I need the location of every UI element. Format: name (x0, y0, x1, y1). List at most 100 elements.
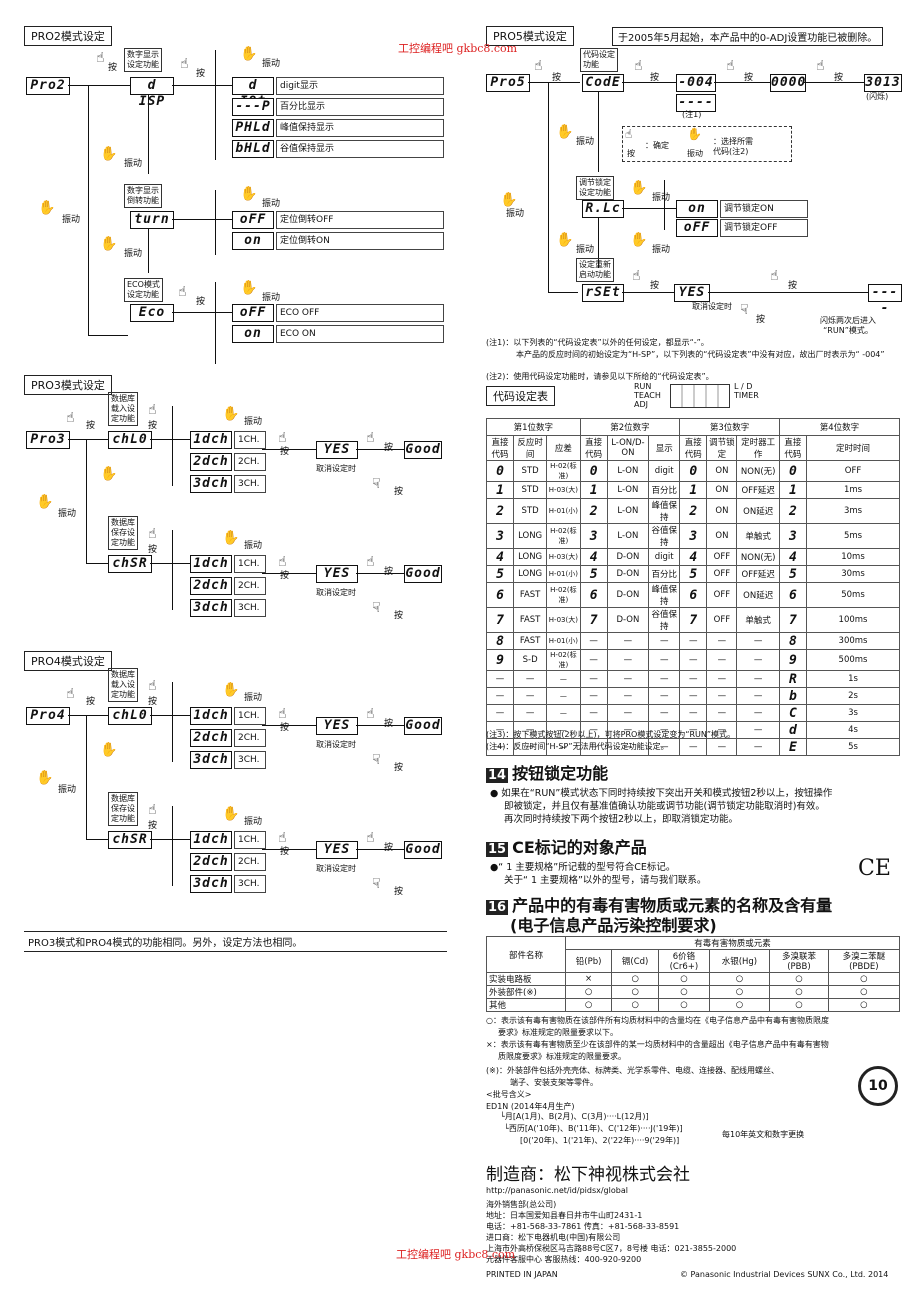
hand-press-icon: ☝ (66, 410, 75, 426)
channel-display: 1dch (190, 431, 232, 449)
maker-url: http://panasonic.net/id/pidsx/global (486, 1186, 628, 1195)
pro2-start-display: Pro2 (26, 77, 70, 95)
pro5-title: PRO5模式设定 (486, 26, 574, 46)
hand-press-icon: ☝ (148, 678, 157, 694)
press-label: 按 (196, 297, 206, 307)
hazard-table: 部件名称有毒有害物质或元素 铅(Pb)镉(Cd)6价铬 (Cr6+)水银(Hg)… (485, 936, 901, 1012)
code-seq-3: 0000 (770, 74, 807, 92)
option-display: ---P (232, 98, 274, 116)
hand-vibrate-icon: ✋ (500, 192, 518, 208)
note1-label: (注1) (682, 110, 702, 119)
good-display: Good (404, 717, 442, 735)
hand-press-icon: ☝ (148, 402, 157, 418)
hazard-note: ○：表示该有毒有害物质在该部件所有均质材料中的含量均在《电子信息产品中有毒有害物… (486, 1016, 829, 1025)
press-label: 按 (108, 63, 118, 73)
disp-display: d ISP (130, 77, 174, 109)
hand-press-icon: ☝ (148, 526, 157, 542)
hand-vibrate-icon: ✋ (556, 232, 574, 248)
pro5-start-display: Pro5 (486, 74, 530, 92)
press-label: 按 (650, 281, 660, 291)
pro-start-display: Pro4 (26, 707, 70, 725)
watermark-top: 工控编程吧 gkbc8.com (398, 42, 518, 55)
option-display: bHLd (232, 140, 274, 158)
turn-display: turn (130, 211, 174, 229)
pro2-title: PRO2模式设定 (24, 26, 112, 46)
section16-subtitle: (电子信息产品污染控制要求) (510, 916, 717, 935)
hand-vibrate-icon: ✋ (630, 180, 648, 196)
lot-line: [0('20年)、1('21年)、2('22年)····9('29年)] (520, 1136, 680, 1145)
hand-press-icon: ☝ (726, 58, 735, 74)
s14-line1: ● 如果在“RUN”模式状态下同时持续按下突出开关和模式按钮2秒以上，按钮操作 (490, 788, 833, 799)
channel-label: 2CH. (234, 853, 266, 871)
lot-line: └西历[A('10年)、B('11年)、C('12年)····J('19年)] (504, 1124, 683, 1133)
press-label: 按 (788, 281, 798, 291)
option-display: oFF (676, 219, 718, 237)
yes-display: YES (316, 841, 358, 859)
press-label: 按 (650, 73, 660, 83)
channel-display: 1dch (190, 555, 232, 573)
channel-display: 3dch (190, 599, 232, 617)
watermark-bottom: 工控编程吧 gkbc8.com (396, 1248, 516, 1261)
s14-line3: 再次同时持续按下两个按钮2秒以上，即取消锁定功能。 (504, 814, 739, 825)
channel-label: 1CH. (234, 555, 266, 573)
channel-label: 3CH. (234, 875, 266, 893)
reset-caption: 设定重新 启动功能 (576, 258, 614, 282)
maker-line: 电话：+81-568-33-7861 传真：+81-568-33-8591 (486, 1222, 680, 1231)
press-label: 按 (756, 315, 766, 325)
channel-label: 2CH. (234, 453, 266, 471)
option-display: on (676, 200, 718, 218)
printed-in: PRINTED IN JAPAN (486, 1270, 558, 1279)
disp-caption: 数字显示 设定功能 (124, 48, 162, 72)
option-label: 百分比显示 (276, 98, 444, 116)
s15-line1: ●“ 1 主要规格”所记载的型号符合CE标记。 (490, 862, 676, 873)
lot-line: 每10年英文和数字更换 (722, 1130, 805, 1139)
ce-mark-icon: CE (858, 856, 891, 881)
code-table-title: 代码设定表 (486, 386, 555, 406)
channel-display: 1dch (190, 831, 232, 849)
note3-text: (注3)：按下模式按钮(2秒以上)，可将PRO模式设定变为“RUN”模式。 (486, 730, 736, 739)
hand-press-icon: ☝ (816, 58, 825, 74)
option-label: 峰值保持显示 (276, 119, 444, 137)
hand-press-icon: ☟ (372, 876, 381, 892)
vibrate-label: 振动 (262, 199, 281, 209)
code-seq-1: -004 (676, 74, 716, 92)
channel-display: 1dch (190, 707, 232, 725)
table-row: 其他○○○○○○ (485, 998, 901, 1012)
vibrate-label: 振动 (62, 215, 81, 225)
hand-press-icon: ☝ (178, 284, 187, 300)
hand-press-icon: ☝ (96, 50, 105, 66)
good-display: Good (404, 565, 442, 583)
hand-vibrate-icon: ✋ (100, 146, 118, 162)
hand-press-icon: ☝ (66, 686, 75, 702)
load-caption: 数据库 载入设 定功能 (108, 392, 138, 426)
channel-label: 3CH. (234, 475, 266, 493)
hand-vibrate-icon: ✋ (36, 770, 54, 786)
hand-press-icon: ☝ (366, 706, 375, 722)
maker-line: 元器件客服中心 客服热线：400-920-9200 (486, 1255, 642, 1264)
copyright: © Panasonic Industrial Devices SUNX Co.,… (680, 1270, 889, 1279)
turn-caption: 数字显示 倒转功能 (124, 184, 162, 208)
flash-label: (闪烁) (866, 92, 889, 101)
vibrate-label: 振动 (124, 249, 143, 259)
option-display: PHLd (232, 119, 274, 137)
note2-text: (注2)：使用代码设定功能时，请参见以下所给的“代码设定表”。 (486, 372, 714, 381)
lcd-panel: RUN TEACH ADJ L / D TIMER (634, 382, 759, 409)
channel-label: 1CH. (234, 831, 266, 849)
channel-label: 1CH. (234, 707, 266, 725)
lock-display: R.Lc (582, 200, 624, 218)
hand-press-icon: ☝ (632, 268, 641, 284)
lock-caption: 调节锁定 设定功能 (576, 176, 614, 200)
code-display: CodE (582, 74, 624, 92)
eco-display: Eco (130, 304, 174, 322)
lot-line: └月[A(1月)、B(2月)、C(3月)····L(12月)] (500, 1112, 649, 1121)
hand-vibrate-icon: ✋ (222, 406, 240, 422)
hazard-note: ×：表示该有毒有害物质至少在该部件的某一均质材料中的含量超出《电子信息产品中有毒… (486, 1040, 829, 1049)
